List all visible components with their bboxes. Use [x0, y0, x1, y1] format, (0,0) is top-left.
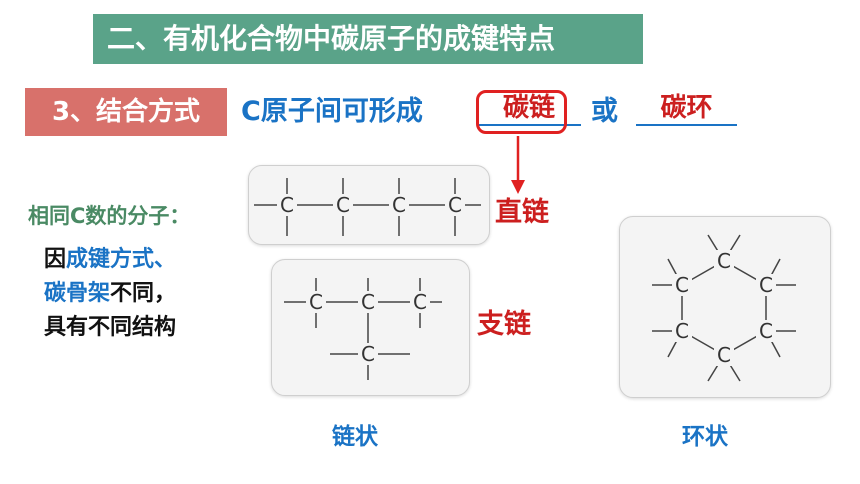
straight-chain-label: 直链 [495, 197, 549, 228]
carbon-atom-label: C [759, 273, 773, 297]
section-badge: 3、结合方式 [25, 88, 227, 136]
carbon-atom-label: C [413, 290, 427, 314]
section-statement: C原子间可形成 [241, 89, 423, 128]
blank-carbon-chain: 碳链 [477, 88, 581, 126]
highlight-box [476, 90, 567, 134]
carbon-atom-label: C [675, 273, 689, 297]
connector-or: 或 [591, 96, 618, 127]
carbon-atom-label: C [280, 193, 294, 217]
carbon-atom-label: C [392, 193, 406, 217]
ring-diagram: CC CC CC [652, 234, 796, 382]
statement-prefix: C原子间可形成 [241, 96, 423, 127]
branched-chain-panel: C C C C [271, 259, 470, 396]
carbon-atom-label: C [759, 319, 773, 343]
same-carbon-label: 相同C数的分子： [28, 204, 191, 228]
arrow-down-icon [511, 136, 525, 194]
branched-chain-diagram: C C C C [284, 278, 442, 380]
reason-text: 因成键方式、 碳骨架不同， 具有不同结构 [44, 247, 177, 340]
carbon-atom-label: C [361, 290, 375, 314]
carbon-atom-label: C [336, 193, 350, 217]
ring-caption: 环状 [682, 424, 728, 450]
chain-caption: 链状 [332, 424, 378, 450]
page-title: 二、有机化合物中碳原子的成键特点 [93, 14, 643, 64]
carbon-atom-label: C [361, 342, 375, 366]
branched-chain-label: 支链 [477, 309, 531, 340]
carbon-atom-label: C [448, 193, 462, 217]
carbon-atom-label: C [675, 319, 689, 343]
carbon-atom-label: C [717, 343, 731, 367]
carbon-atom-label: C [309, 290, 323, 314]
carbon-atom-label: C [717, 249, 731, 273]
blank-carbon-ring: 碳环 [636, 88, 737, 126]
